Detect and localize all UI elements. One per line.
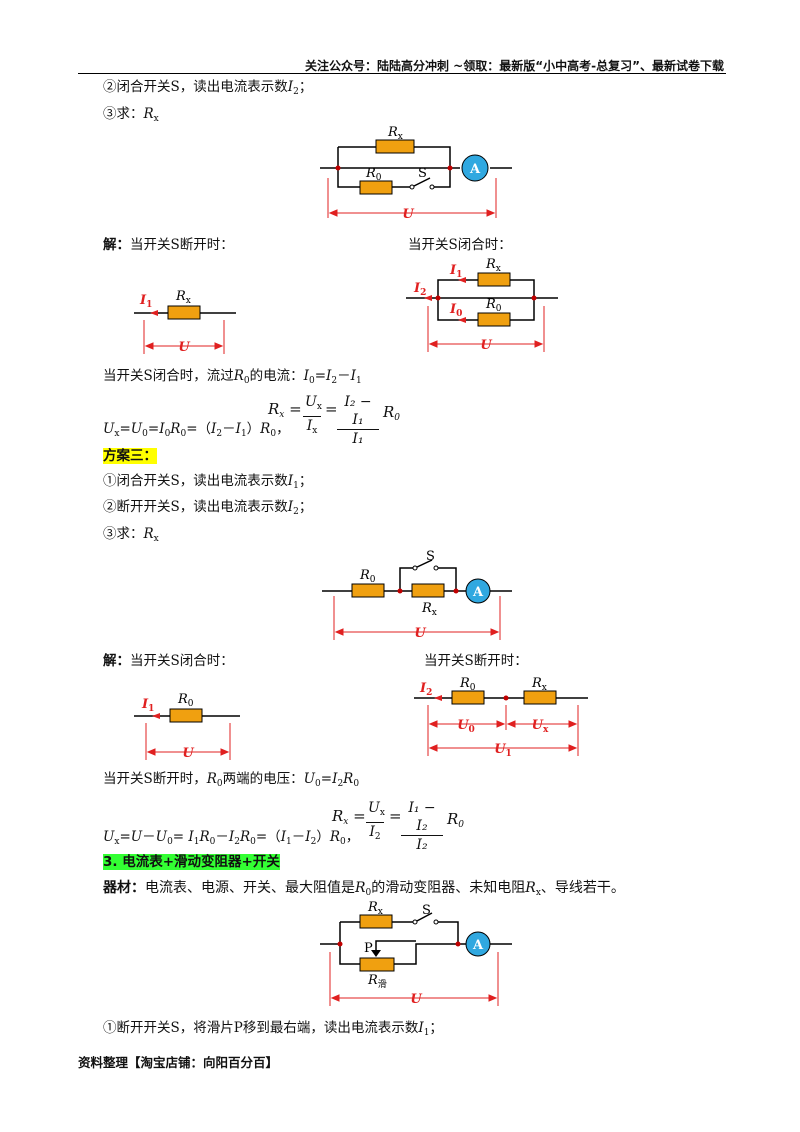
svg-text:U: U bbox=[402, 207, 414, 222]
solution-2-closed: 解：当开关S闭合时： bbox=[103, 653, 234, 669]
svg-text:P: P bbox=[364, 941, 373, 956]
svg-text:R0: R0 bbox=[459, 676, 476, 693]
svg-text:U1: U1 bbox=[494, 742, 512, 759]
svg-text:U: U bbox=[178, 340, 190, 355]
svg-text:S: S bbox=[422, 903, 431, 918]
svg-text:U: U bbox=[414, 626, 426, 641]
svg-text:Ux: Ux bbox=[532, 718, 549, 735]
plan3-step2: ②断开开关S，读出电流表示数I2； bbox=[103, 499, 313, 517]
svg-text:I0: I0 bbox=[449, 302, 462, 319]
svg-text:I1: I1 bbox=[139, 293, 152, 310]
svg-text:I1: I1 bbox=[141, 697, 154, 714]
svg-text:Rx: Rx bbox=[531, 676, 547, 693]
svg-text:Rx: Rx bbox=[421, 601, 437, 618]
svg-text:S: S bbox=[426, 549, 435, 564]
svg-text:Rx: Rx bbox=[485, 257, 501, 274]
plan3-step3: ③求：Rx bbox=[103, 526, 159, 544]
section-3-heading: 3. 电流表+滑动变阻器+开关 bbox=[103, 854, 280, 870]
ammeter-label: A bbox=[469, 162, 481, 177]
svg-text:U: U bbox=[182, 746, 194, 761]
header-rule bbox=[78, 73, 726, 74]
svg-text:R0: R0 bbox=[177, 692, 194, 709]
svg-text:I2: I2 bbox=[419, 681, 432, 698]
svg-text:Rx: Rx bbox=[367, 900, 383, 917]
solution-1-closed: 当开关S闭合时： bbox=[408, 237, 512, 253]
svg-text:U: U bbox=[410, 992, 422, 1007]
ux-derivation-2: Ux=U－U0= I1R0－I2R0=（I1－I2）R0， bbox=[103, 829, 360, 847]
solution-2-open: 当开关S断开时： bbox=[424, 653, 528, 669]
svg-text:R0: R0 bbox=[359, 568, 376, 585]
plan-3-heading: 方案三： bbox=[103, 448, 157, 464]
svg-text:I1: I1 bbox=[449, 263, 462, 280]
svg-text:U: U bbox=[480, 338, 492, 353]
ux-derivation-1: Ux=U0=I0R0=（I2－I1）R0， bbox=[103, 421, 290, 439]
svg-text:R0: R0 bbox=[365, 166, 382, 183]
svg-text:R滑: R滑 bbox=[367, 973, 387, 990]
step-close-switch: ②闭合开关S，读出电流表示数I2； bbox=[103, 79, 313, 97]
closed-current-relation: 当开关S闭合时，流过R0的电流：I0=I2－I1 bbox=[103, 368, 362, 386]
svg-text:A: A bbox=[472, 938, 484, 953]
equipment-list: 器材：电流表、电源、开关、最大阻值是R0的滑动变阻器、未知电阻Rx、导线若干。 bbox=[103, 880, 625, 898]
step-solve-rx: ③求：Rx bbox=[103, 106, 159, 124]
plan3-step1: ①闭合开关S，读出电流表示数I1； bbox=[103, 473, 313, 491]
svg-text:S: S bbox=[418, 166, 427, 181]
svg-text:R0: R0 bbox=[485, 297, 502, 314]
svg-text:U0: U0 bbox=[457, 718, 475, 735]
page-footer: 资料整理【淘宝店铺：向阳百分百】 bbox=[78, 1055, 279, 1070]
solution-1-open: 解：当开关S断开时： bbox=[103, 237, 234, 253]
open-voltage-relation: 当开关S断开时，R0两端的电压：U0=I2R0 bbox=[103, 771, 360, 789]
page-header: 关注公众号：陆陆高分冲刺 ~领取：最新版“小中高考-总复习”、最新试卷下载 bbox=[305, 59, 724, 73]
svg-text:I2: I2 bbox=[413, 281, 426, 298]
svg-text:A: A bbox=[472, 585, 484, 600]
svg-text:Rx: Rx bbox=[387, 125, 403, 142]
section3-step1: ①断开开关S，将滑片P移到最右端，读出电流表示数I1； bbox=[103, 1020, 443, 1038]
svg-text:Rx: Rx bbox=[175, 289, 191, 306]
